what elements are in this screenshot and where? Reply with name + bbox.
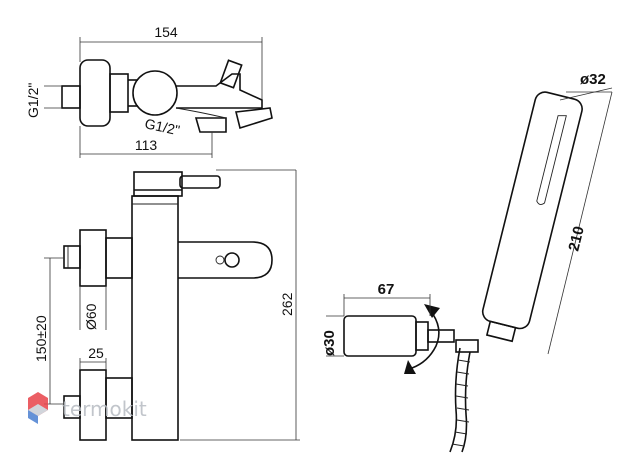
dim-o30-label: ø30 [321,330,338,356]
front-view: 262 150±20 Ø60 25 [33,169,300,441]
watermark: termokit [28,392,147,424]
termokit-logo-icon [28,392,48,424]
dim-o32-label: ø32 [580,71,606,88]
dim-25-label: 25 [88,345,104,361]
dim-154-label: 154 [154,24,178,40]
top-view: 154 G1/2" G1/2" 113 [25,24,273,158]
hose [449,347,471,453]
hand-shower-view: ø32 210 67 ø30 [321,71,613,453]
watermark-text: termokit [62,397,147,421]
dim-o60-label: Ø60 [83,303,99,330]
dim-113-label: 113 [135,137,158,153]
dim-150-label: 150±20 [33,315,49,362]
dim-67-label: 67 [378,281,395,298]
dim-262-label: 262 [279,292,295,316]
thread-left-label: G1/2" [25,83,41,118]
thread-right-label: G1/2" [143,115,181,138]
dim-210-label: 210 [565,225,588,253]
